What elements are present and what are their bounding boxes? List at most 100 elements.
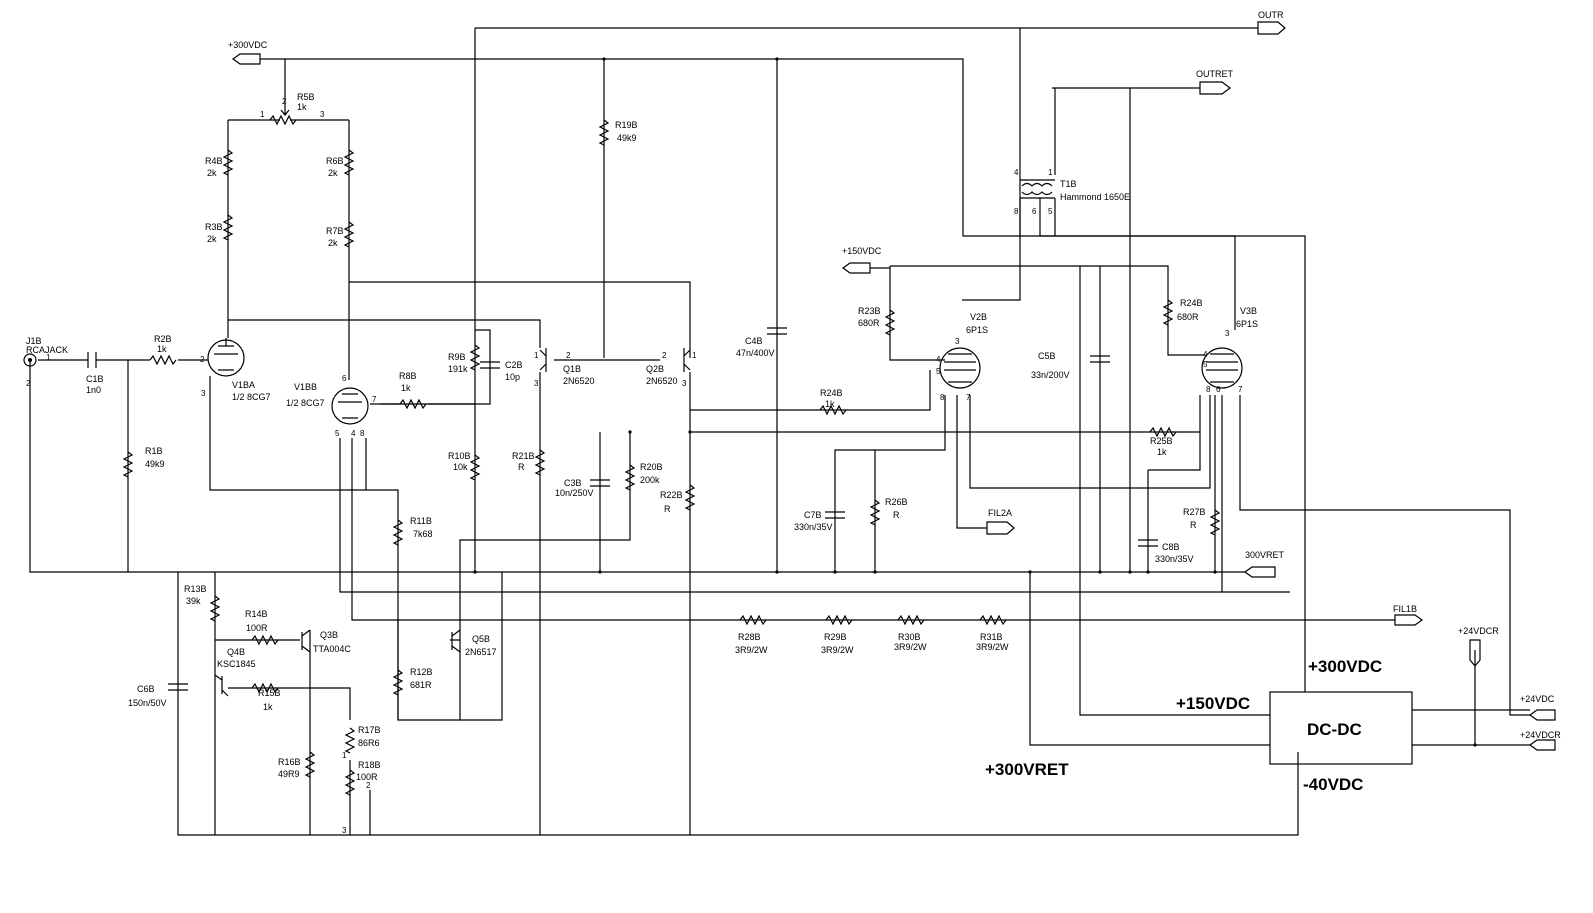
svg-text:2: 2 (200, 355, 205, 364)
resistor-R22 (684, 484, 696, 511)
capacitor-C1 (87, 352, 97, 368)
val-R15: 1k (263, 702, 273, 712)
resistor-R23 (884, 309, 896, 336)
ref-R7: R7B (326, 226, 344, 236)
val-R24b: 680R (1177, 312, 1199, 322)
ref-R29: R29B (824, 632, 847, 642)
dcdc-title: DC-DC (1307, 720, 1362, 739)
port-24vdcr-out: +24VDCR (1520, 730, 1561, 740)
ref-R14: R14B (245, 609, 268, 619)
val-J1: RCAJACK (26, 345, 68, 355)
tube-V1A (207, 338, 245, 377)
pin-numbers: 1 2 2 3 2 1 3 6 7 5 4 8 1 2 3 2 1 3 3 4 … (26, 97, 1243, 835)
val-Q5: 2N6517 (465, 647, 497, 657)
dcdc-plus150: +150VDC (1176, 694, 1250, 713)
ref-R17: R17B (358, 725, 381, 735)
svg-text:5: 5 (335, 429, 340, 438)
svg-text:4: 4 (1014, 168, 1019, 177)
resistor-R13 (209, 595, 221, 622)
dcdc-labels: DC-DC +300VDC +150VDC +300VRET -40VDC (985, 657, 1382, 794)
resistor-R14 (251, 634, 279, 646)
ref-C2: C2B (505, 360, 523, 370)
resistors (122, 119, 1221, 796)
port-fil2a: FIL2A (988, 508, 1012, 518)
resistor-R19 (598, 119, 610, 146)
ref-Q1: Q1B (563, 364, 581, 374)
ref-V1B: V1BB (294, 382, 317, 392)
ref-V2: V2B (970, 312, 987, 322)
ref-R25: R25B (1150, 436, 1173, 446)
port-outret: OUTRET (1196, 69, 1234, 79)
ref-C1: C1B (86, 374, 104, 384)
val-R27: R (1190, 520, 1197, 530)
val-Q2: 2N6520 (646, 376, 678, 386)
resistor-R21 (534, 449, 546, 476)
capacitor-C6 (168, 683, 188, 691)
port-300vret: 300VRET (1245, 550, 1285, 560)
ref-R5: R5B (297, 92, 315, 102)
val-V2: 6P1S (966, 325, 988, 335)
transformer-T1 (1019, 179, 1056, 236)
svg-text:8: 8 (360, 429, 365, 438)
val-R21: R (518, 462, 525, 472)
resistor-R7 (343, 221, 355, 248)
val-R4: 2k (207, 168, 217, 178)
port-labels: OUTR OUTRET +300VDC +150VDC 300VRET FIL1… (228, 10, 1561, 740)
svg-text:7: 7 (966, 393, 971, 402)
svg-text:7: 7 (1238, 385, 1243, 394)
ref-Q5: Q5B (472, 634, 490, 644)
val-R6: 2k (328, 168, 338, 178)
svg-text:2: 2 (662, 351, 667, 360)
svg-text:8: 8 (1206, 385, 1211, 394)
ref-C7: C7B (804, 510, 822, 520)
svg-text:1: 1 (1048, 168, 1053, 177)
wires (29, 27, 1530, 836)
val-R3: 2k (207, 234, 217, 244)
port-150vdc: +150VDC (842, 246, 882, 256)
ref-V3: V3B (1240, 306, 1257, 316)
resistor-R24a (819, 404, 847, 416)
resistor-R15 (251, 682, 279, 694)
transistor-Q1 (539, 348, 547, 372)
svg-text:8: 8 (1014, 207, 1019, 216)
rca-jack-symbol (23, 353, 37, 367)
ref-R19: R19B (615, 120, 638, 130)
val-R7: 2k (328, 238, 338, 248)
ref-C8: C8B (1162, 542, 1180, 552)
dcdc-box (1269, 691, 1413, 765)
port-24vdc-out: +24VDC (1520, 694, 1555, 704)
resistor-R31 (979, 614, 1007, 626)
resistor-R27 (1209, 509, 1221, 536)
resistor-R28 (739, 614, 767, 626)
val-V3: 6P1S (1236, 319, 1258, 329)
resistor-R12 (392, 669, 404, 696)
val-R26: R (893, 510, 900, 520)
resistor-R1 (122, 451, 134, 478)
ref-R23: R23B (858, 306, 881, 316)
dcdc-ret300: +300VRET (985, 760, 1069, 779)
svg-text:3: 3 (201, 389, 206, 398)
val-C4: 47n/400V (736, 348, 775, 358)
resistor-R26 (869, 499, 881, 526)
resistor-R25 (1149, 426, 1177, 438)
val-C2: 10p (505, 372, 520, 382)
svg-text:3: 3 (534, 379, 539, 388)
port-fil1b: FIL1B (1393, 604, 1417, 614)
svg-text:3: 3 (1225, 329, 1230, 338)
resistor-R30 (897, 614, 925, 626)
val-V1A: 1/2 8CG7 (232, 392, 271, 402)
svg-text:7: 7 (372, 395, 377, 404)
ref-Q3: Q3B (320, 630, 338, 640)
junction-dots (473, 57, 1477, 747)
ref-C4: C4B (745, 336, 763, 346)
svg-text:5: 5 (936, 367, 941, 376)
ref-R8: R8B (399, 371, 417, 381)
port-outr: OUTR (1258, 10, 1284, 20)
ref-T1: T1B (1060, 179, 1077, 189)
transistor-Q3 (301, 629, 311, 653)
ref-R2: R2B (154, 334, 172, 344)
val-R28: 3R9/2W (735, 645, 768, 655)
resistor-R24b (1162, 299, 1174, 326)
ref-R28: R28B (738, 632, 761, 642)
potentiometer-R5 (269, 104, 297, 126)
